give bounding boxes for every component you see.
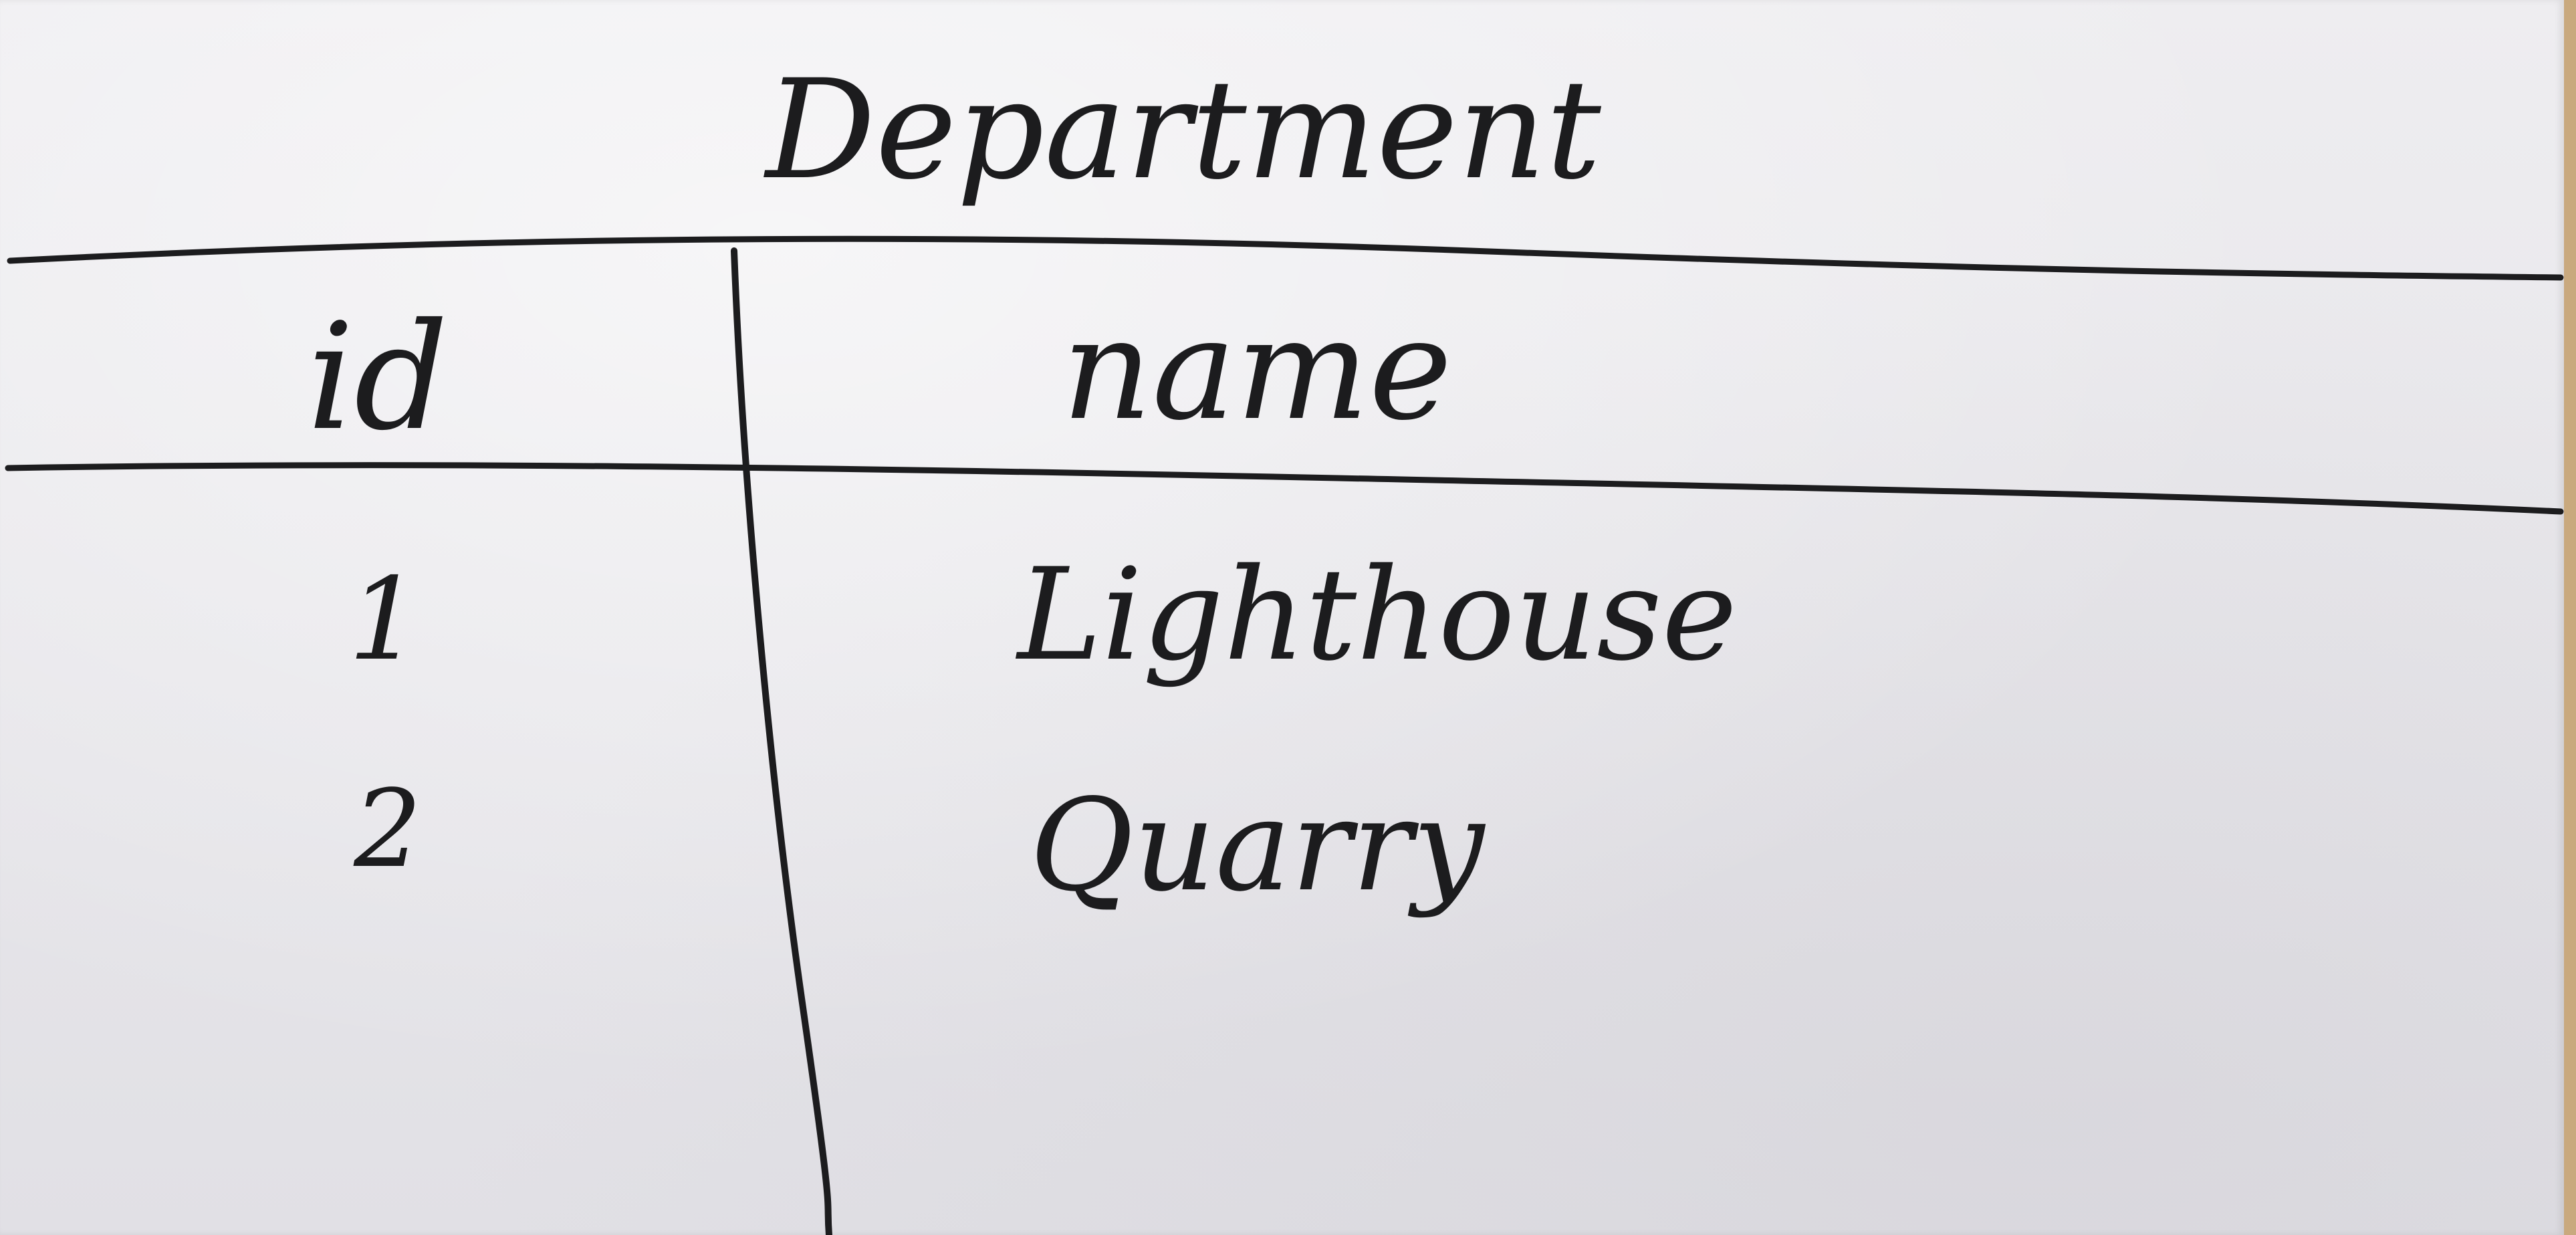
column-header-id: id	[307, 292, 448, 463]
column-header-name: name	[1062, 288, 1452, 451]
table-title: Department	[763, 51, 1601, 210]
header-rule	[5, 462, 2564, 515]
row-2-id: 2	[353, 766, 422, 891]
column-divider	[731, 247, 832, 1235]
top-rule	[7, 235, 2564, 281]
row-1-name: Lighthouse	[1016, 541, 1737, 689]
row-1-id: 1	[348, 554, 421, 686]
row-2-name: Quarry	[1030, 772, 1486, 919]
